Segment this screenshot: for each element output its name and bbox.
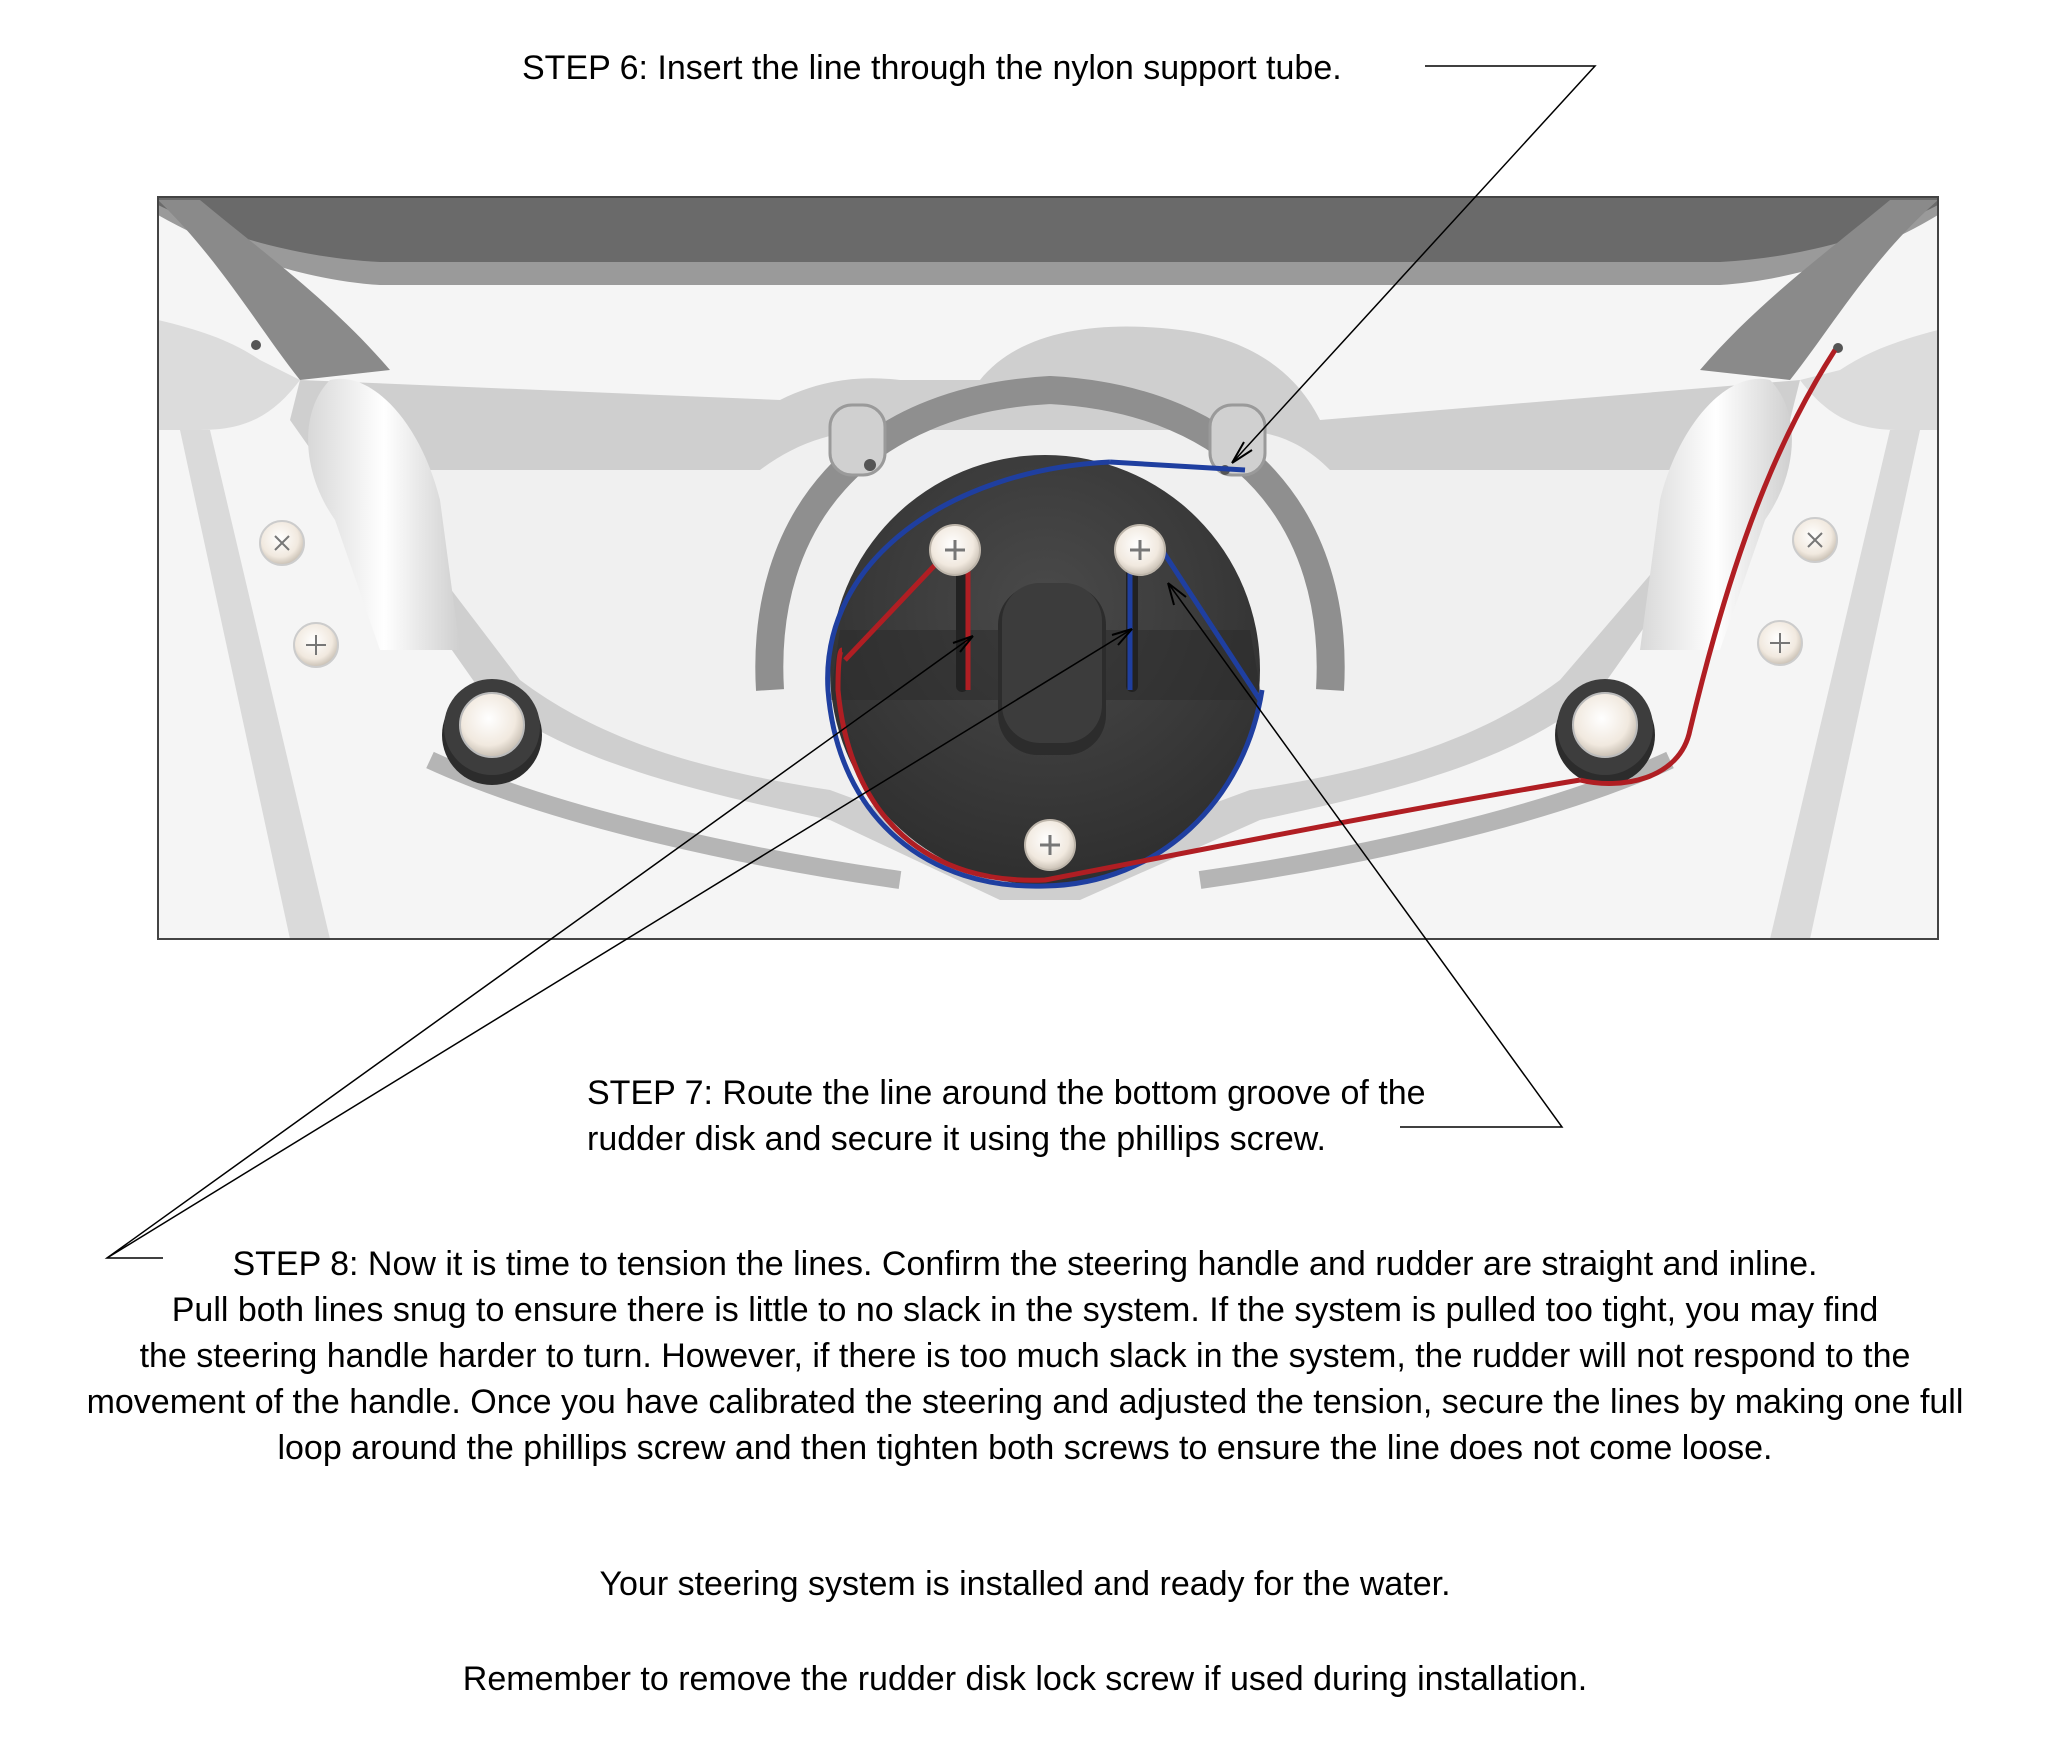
hull-screw-right-upper — [1792, 517, 1838, 563]
hull-screw-right-lower — [1757, 620, 1803, 666]
hull-screw-left-lower — [293, 622, 339, 668]
phillips-screw-left — [929, 524, 981, 576]
lock-screw-reminder: Remember to remove the rudder disk lock … — [462, 1660, 1588, 1698]
step8-line4: movement of the handle. Once you have ca… — [86, 1383, 1964, 1421]
step7-line1: STEP 7: Route the line around the bottom… — [587, 1074, 1426, 1112]
red-steering-line — [835, 348, 1838, 883]
right-pulley — [1555, 679, 1655, 785]
step8-line2: Pull both lines snug to ensure there is … — [171, 1291, 1879, 1329]
rudder-disk-lock-screw — [1024, 819, 1076, 871]
left-pulley — [442, 679, 542, 785]
step7-leader-line — [1167, 582, 1564, 1128]
step6-instruction: STEP 6: Insert the line through the nylo… — [522, 49, 1342, 87]
step8-line1: STEP 8: Now it is time to tension the li… — [232, 1245, 1818, 1283]
phillips-screw-right — [1114, 524, 1166, 576]
step8-line3: the steering handle harder to turn. Howe… — [139, 1337, 1911, 1375]
step8-leader-lines — [104, 628, 1133, 1259]
step7-line2: rudder disk and secure it using the phil… — [587, 1120, 1326, 1158]
step8-line5: loop around the phillips screw and then … — [277, 1429, 1773, 1467]
step6-leader-line — [1231, 65, 1597, 464]
step8-instruction: STEP 8: Now it is time to tension the li… — [0, 1241, 2050, 1471]
blue-steering-line — [825, 459, 1265, 889]
step7-instruction: STEP 7: Route the line around the bottom… — [587, 1070, 1426, 1162]
hull-screw-left-upper — [259, 520, 305, 566]
installation-complete-note: Your steering system is installed and re… — [599, 1565, 1451, 1603]
